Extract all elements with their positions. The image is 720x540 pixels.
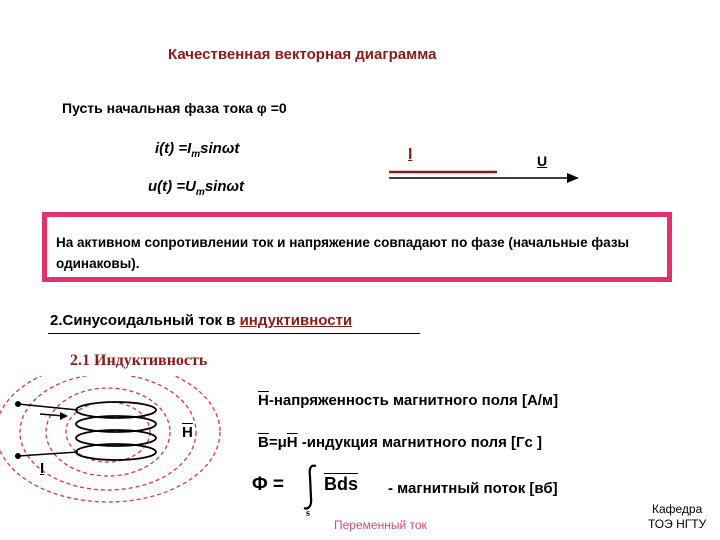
def-H-symbol: H	[258, 392, 269, 409]
flux-text: - магнитный поток [вб]	[388, 480, 558, 497]
current-arrowhead	[60, 412, 68, 420]
flux-lhs: Φ =	[252, 474, 284, 495]
current-eq-rhs: sinωt	[200, 140, 240, 157]
current-equation: i(t) =Imsinωt	[155, 140, 239, 160]
definition-B: B=μH -индукция магнитного поля [Гс ]	[258, 434, 542, 451]
def-B-mid: =μ	[268, 434, 287, 451]
current-phasor-label: I	[408, 146, 413, 163]
highlight-box	[42, 212, 672, 282]
box-text-part2: ток и напряжение совпадают по фазе (нача…	[56, 235, 630, 271]
field-line	[19, 376, 197, 491]
def-B-symbol2: H	[286, 434, 298, 451]
coil-lead-bottom	[17, 451, 79, 457]
integral-sign	[303, 464, 317, 510]
coil-H-label: H	[182, 424, 193, 441]
field-line	[0, 376, 221, 503]
def-H-text: -напряженность магнитного поля [А/м]	[268, 392, 559, 409]
field-line	[45, 387, 171, 477]
def-B-text: -индукция магнитного поля [Гс ]	[297, 434, 543, 451]
definition-H: H-напряженность магнитного поля [А/м]	[258, 392, 558, 409]
section2-underline	[48, 333, 420, 334]
section-heading-2-1: 2.1 Индуктивность	[70, 352, 208, 369]
initial-phase-text: Пусть начальная фаза тока φ =0	[62, 100, 287, 116]
terminal-dot	[15, 453, 21, 459]
voltage-equation: u(t) =Umsinωt	[148, 178, 244, 198]
integral-path	[303, 464, 317, 510]
current-eq-lhs: i(t) =I	[155, 140, 192, 157]
box-text-part1: На активном	[56, 235, 145, 250]
voltage-phasor-label: U	[537, 153, 548, 169]
footer-department: Кафедра ТОЭ НГТУ	[648, 502, 706, 532]
coil-turn	[75, 429, 157, 447]
footer-department-line2: ТОЭ НГТУ	[648, 517, 707, 531]
section2-prefix: 2.Синусоидальный ток в	[50, 312, 240, 329]
coil-turn	[75, 415, 157, 433]
phasor-diagram	[389, 170, 579, 183]
slide-title: Качественная векторная диаграмма	[168, 46, 437, 63]
flux-integrand-text: Bds	[324, 474, 359, 494]
footer-department-line1: Кафедра	[651, 502, 703, 516]
voltage-eq-rhs: sinωt	[204, 178, 245, 195]
coil-lead-top	[17, 403, 79, 411]
coil-current-label: I	[40, 460, 45, 477]
current-eq-sub: m	[191, 149, 201, 160]
terminal-dot	[15, 401, 21, 407]
footer-topic: Переменный ток	[334, 518, 427, 532]
flux-integrand: Bds	[324, 474, 358, 495]
def-B-symbol: B	[258, 434, 269, 451]
section-heading-2: 2.Синусоидальный ток в индуктивности	[50, 312, 352, 329]
voltage-eq-lhs: u(t) =U	[148, 178, 196, 195]
section2-link[interactable]: индуктивности	[239, 312, 353, 329]
coil-illustration	[0, 376, 221, 503]
integral-lower-limit: s	[306, 508, 310, 519]
box-text-emphasis: сопротивлении	[144, 235, 249, 250]
voltage-arrowhead	[567, 173, 579, 183]
voltage-eq-sub: m	[195, 187, 205, 198]
highlight-box-text: На активном сопротивлении ток и напряжен…	[56, 232, 656, 274]
